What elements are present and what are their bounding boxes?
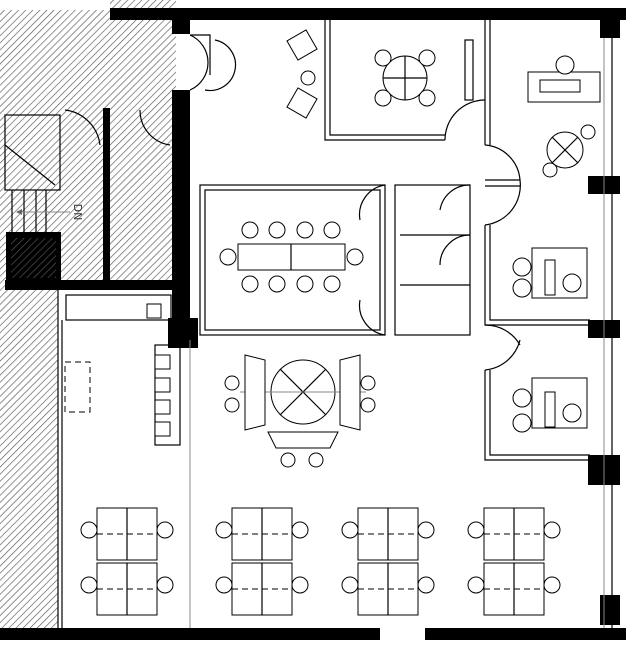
chair (296, 221, 314, 239)
chair (417, 576, 435, 594)
chair (268, 221, 286, 239)
chair (241, 221, 259, 239)
office-desk-1 (512, 247, 588, 299)
meeting-table-round (374, 49, 436, 107)
workstation-pod (467, 562, 561, 616)
chair (268, 275, 286, 293)
chair (241, 275, 259, 293)
chair (341, 521, 359, 539)
chair (341, 576, 359, 594)
workstation-pod (341, 562, 435, 616)
chair (219, 248, 237, 266)
chair (543, 576, 561, 594)
chair (543, 521, 561, 539)
chair (80, 521, 98, 539)
executive-desk (527, 55, 601, 178)
conference-table (219, 221, 364, 293)
stair: DN (4, 114, 84, 282)
workstation-pod (215, 562, 309, 616)
chair (215, 576, 233, 594)
workstation-pod (215, 507, 309, 561)
chair (156, 576, 174, 594)
stair-down-label: DN (71, 204, 84, 221)
lounge-round-table (224, 354, 376, 468)
chair (215, 521, 233, 539)
workstation-pod (341, 507, 435, 561)
doors (64, 34, 521, 371)
chair (291, 576, 309, 594)
workstation-pod (80, 562, 174, 616)
workstation-clusters (80, 507, 561, 616)
chair (291, 521, 309, 539)
workstation-pod (467, 507, 561, 561)
chair (156, 521, 174, 539)
lounge-seating (286, 29, 318, 119)
office-desk-2 (512, 377, 588, 433)
chair (417, 521, 435, 539)
chair (80, 576, 98, 594)
chair (323, 221, 341, 239)
chair (346, 248, 364, 266)
kitchenette (64, 294, 181, 446)
workstation-pod (80, 507, 174, 561)
partitions (199, 20, 590, 461)
chair (296, 275, 314, 293)
chair (467, 521, 485, 539)
chair (467, 576, 485, 594)
walls (0, 8, 626, 640)
chair (323, 275, 341, 293)
